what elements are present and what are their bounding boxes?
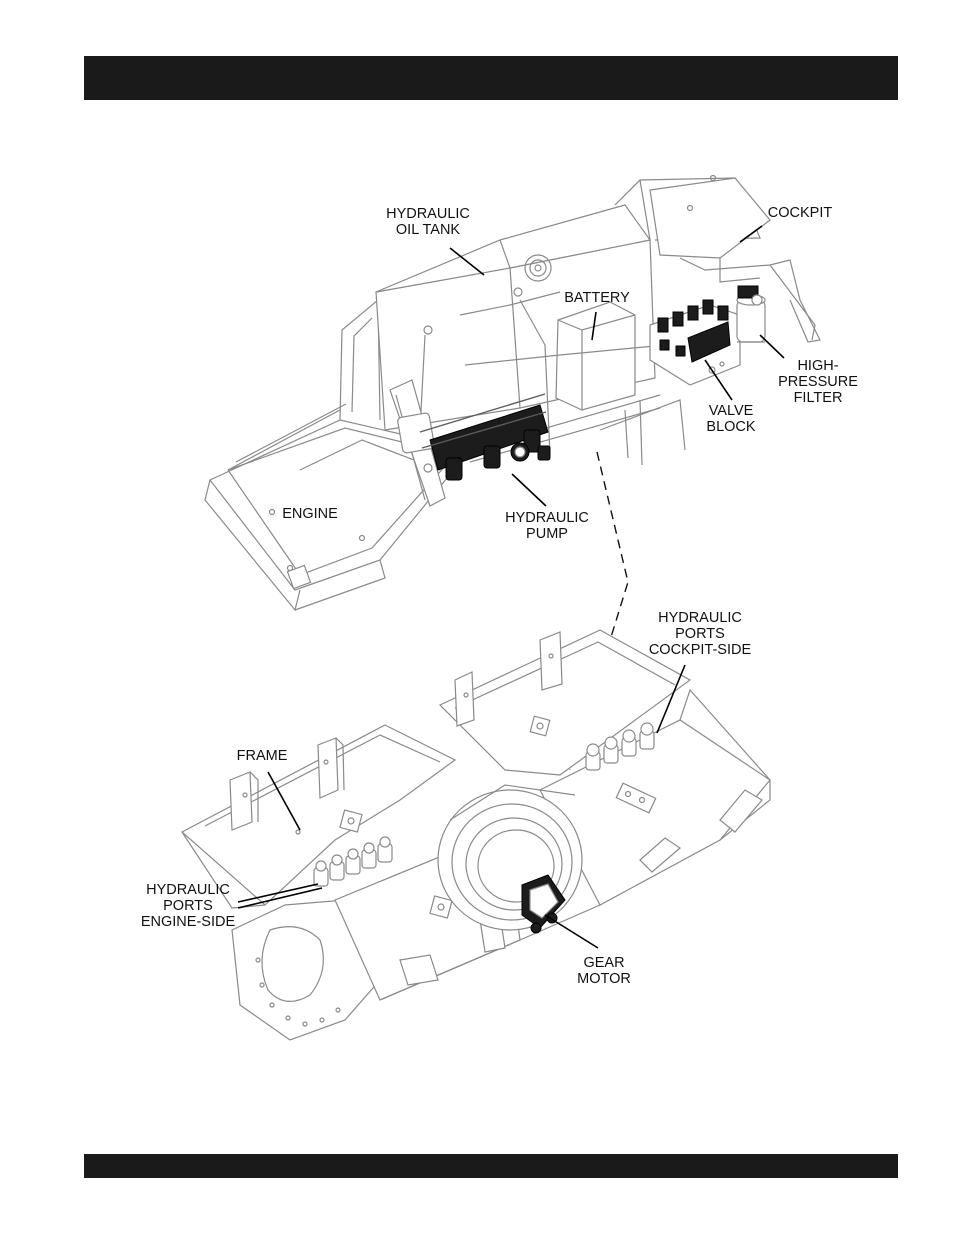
high-pressure-filter	[737, 286, 765, 342]
label-line: HYDRAULIC	[386, 206, 470, 222]
label-line: OIL TANK	[396, 222, 461, 238]
label-line: PORTS	[675, 626, 725, 642]
label-line: PUMP	[526, 526, 568, 542]
label-battery: BATTERY	[564, 290, 630, 306]
label-line: HYDRAULIC	[505, 510, 589, 526]
label-cockpit: COCKPIT	[768, 205, 833, 221]
valve-block	[650, 300, 740, 385]
label-line: MOTOR	[577, 971, 631, 987]
label-line: PRESSURE	[778, 374, 858, 390]
label-line: VALVE	[709, 403, 754, 419]
label-line: HYDRAULIC	[658, 610, 742, 626]
lower-frame-assembly	[182, 630, 770, 1040]
label-line: FRAME	[237, 748, 288, 764]
label-line: COCKPIT	[768, 205, 833, 221]
label-line: ENGINE	[282, 506, 338, 522]
label-line: GEAR	[583, 955, 624, 971]
label-line: BATTERY	[564, 290, 630, 306]
label-line: FILTER	[794, 390, 843, 406]
label-line: PORTS	[163, 898, 213, 914]
label-line: BLOCK	[706, 419, 755, 435]
label-line: ENGINE-SIDE	[141, 914, 236, 930]
label-line: HIGH-	[797, 358, 838, 374]
label-line: HYDRAULIC	[146, 882, 230, 898]
cockpit-floor	[650, 178, 770, 258]
label-engine: ENGINE	[282, 506, 338, 522]
label-line: COCKPIT-SIDE	[649, 642, 752, 658]
label-frame: FRAME	[237, 748, 288, 764]
